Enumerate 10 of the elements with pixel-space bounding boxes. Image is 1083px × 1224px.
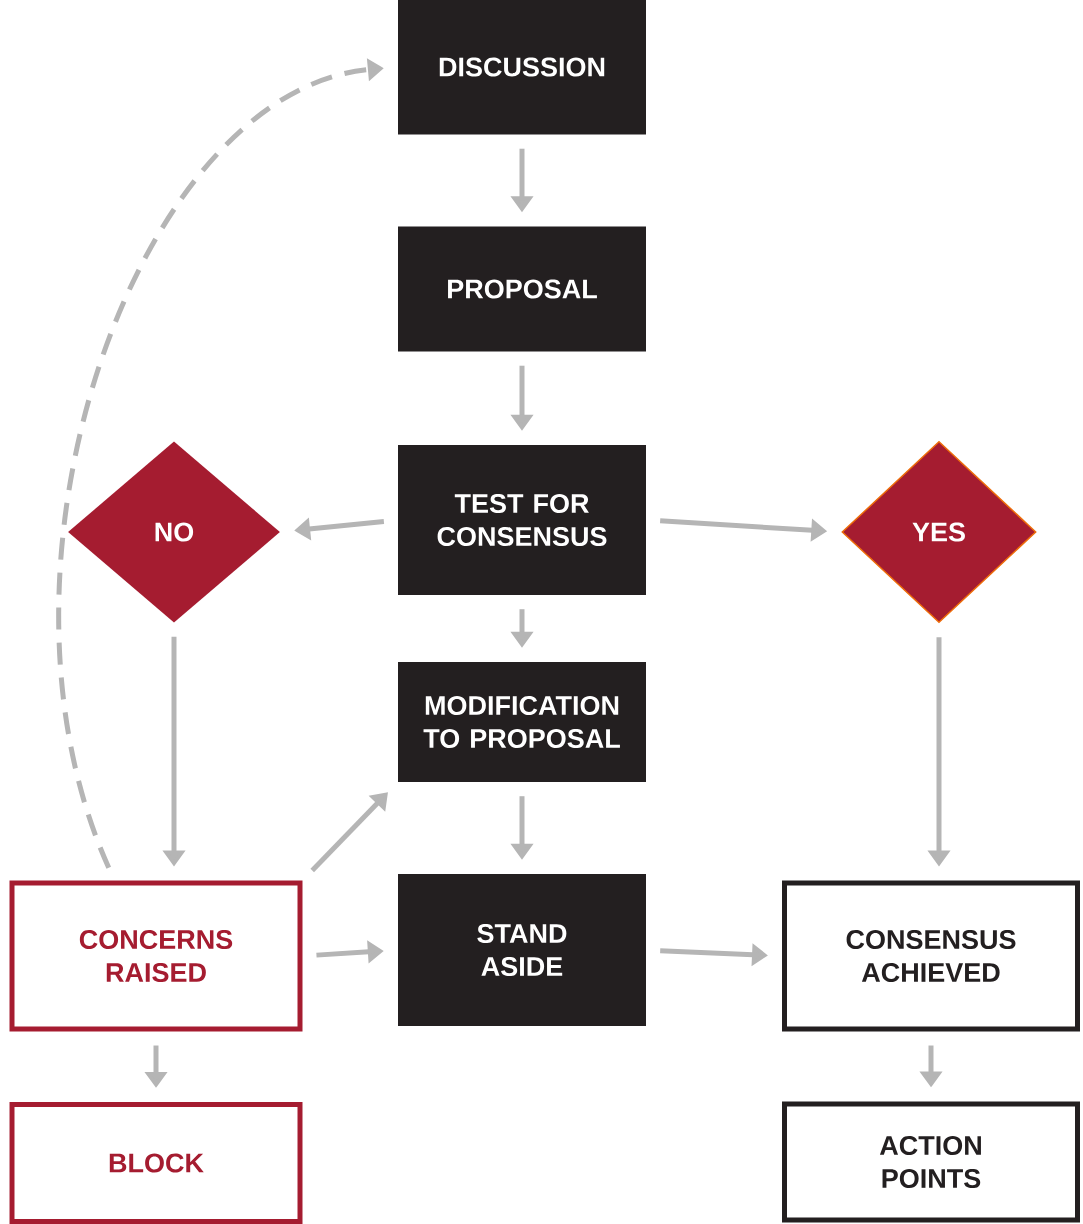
outcome-box: ACTION POINTS [782,1101,1080,1223]
arrow [310,792,388,873]
outcome-box: CONSENSUS ACHIEVED [782,880,1080,1032]
process-box: DISCUSSION [398,0,646,135]
outcome-box: BLOCK [9,1102,303,1224]
outcome-box: CONCERNS RAISED [9,880,303,1032]
process-box: MODIFICATION TO PROPOSAL [398,662,646,782]
process-box: STAND ASIDE [398,874,646,1026]
process-box: TEST FOR CONSENSUS [398,445,646,595]
process-box: PROPOSAL [398,226,646,352]
